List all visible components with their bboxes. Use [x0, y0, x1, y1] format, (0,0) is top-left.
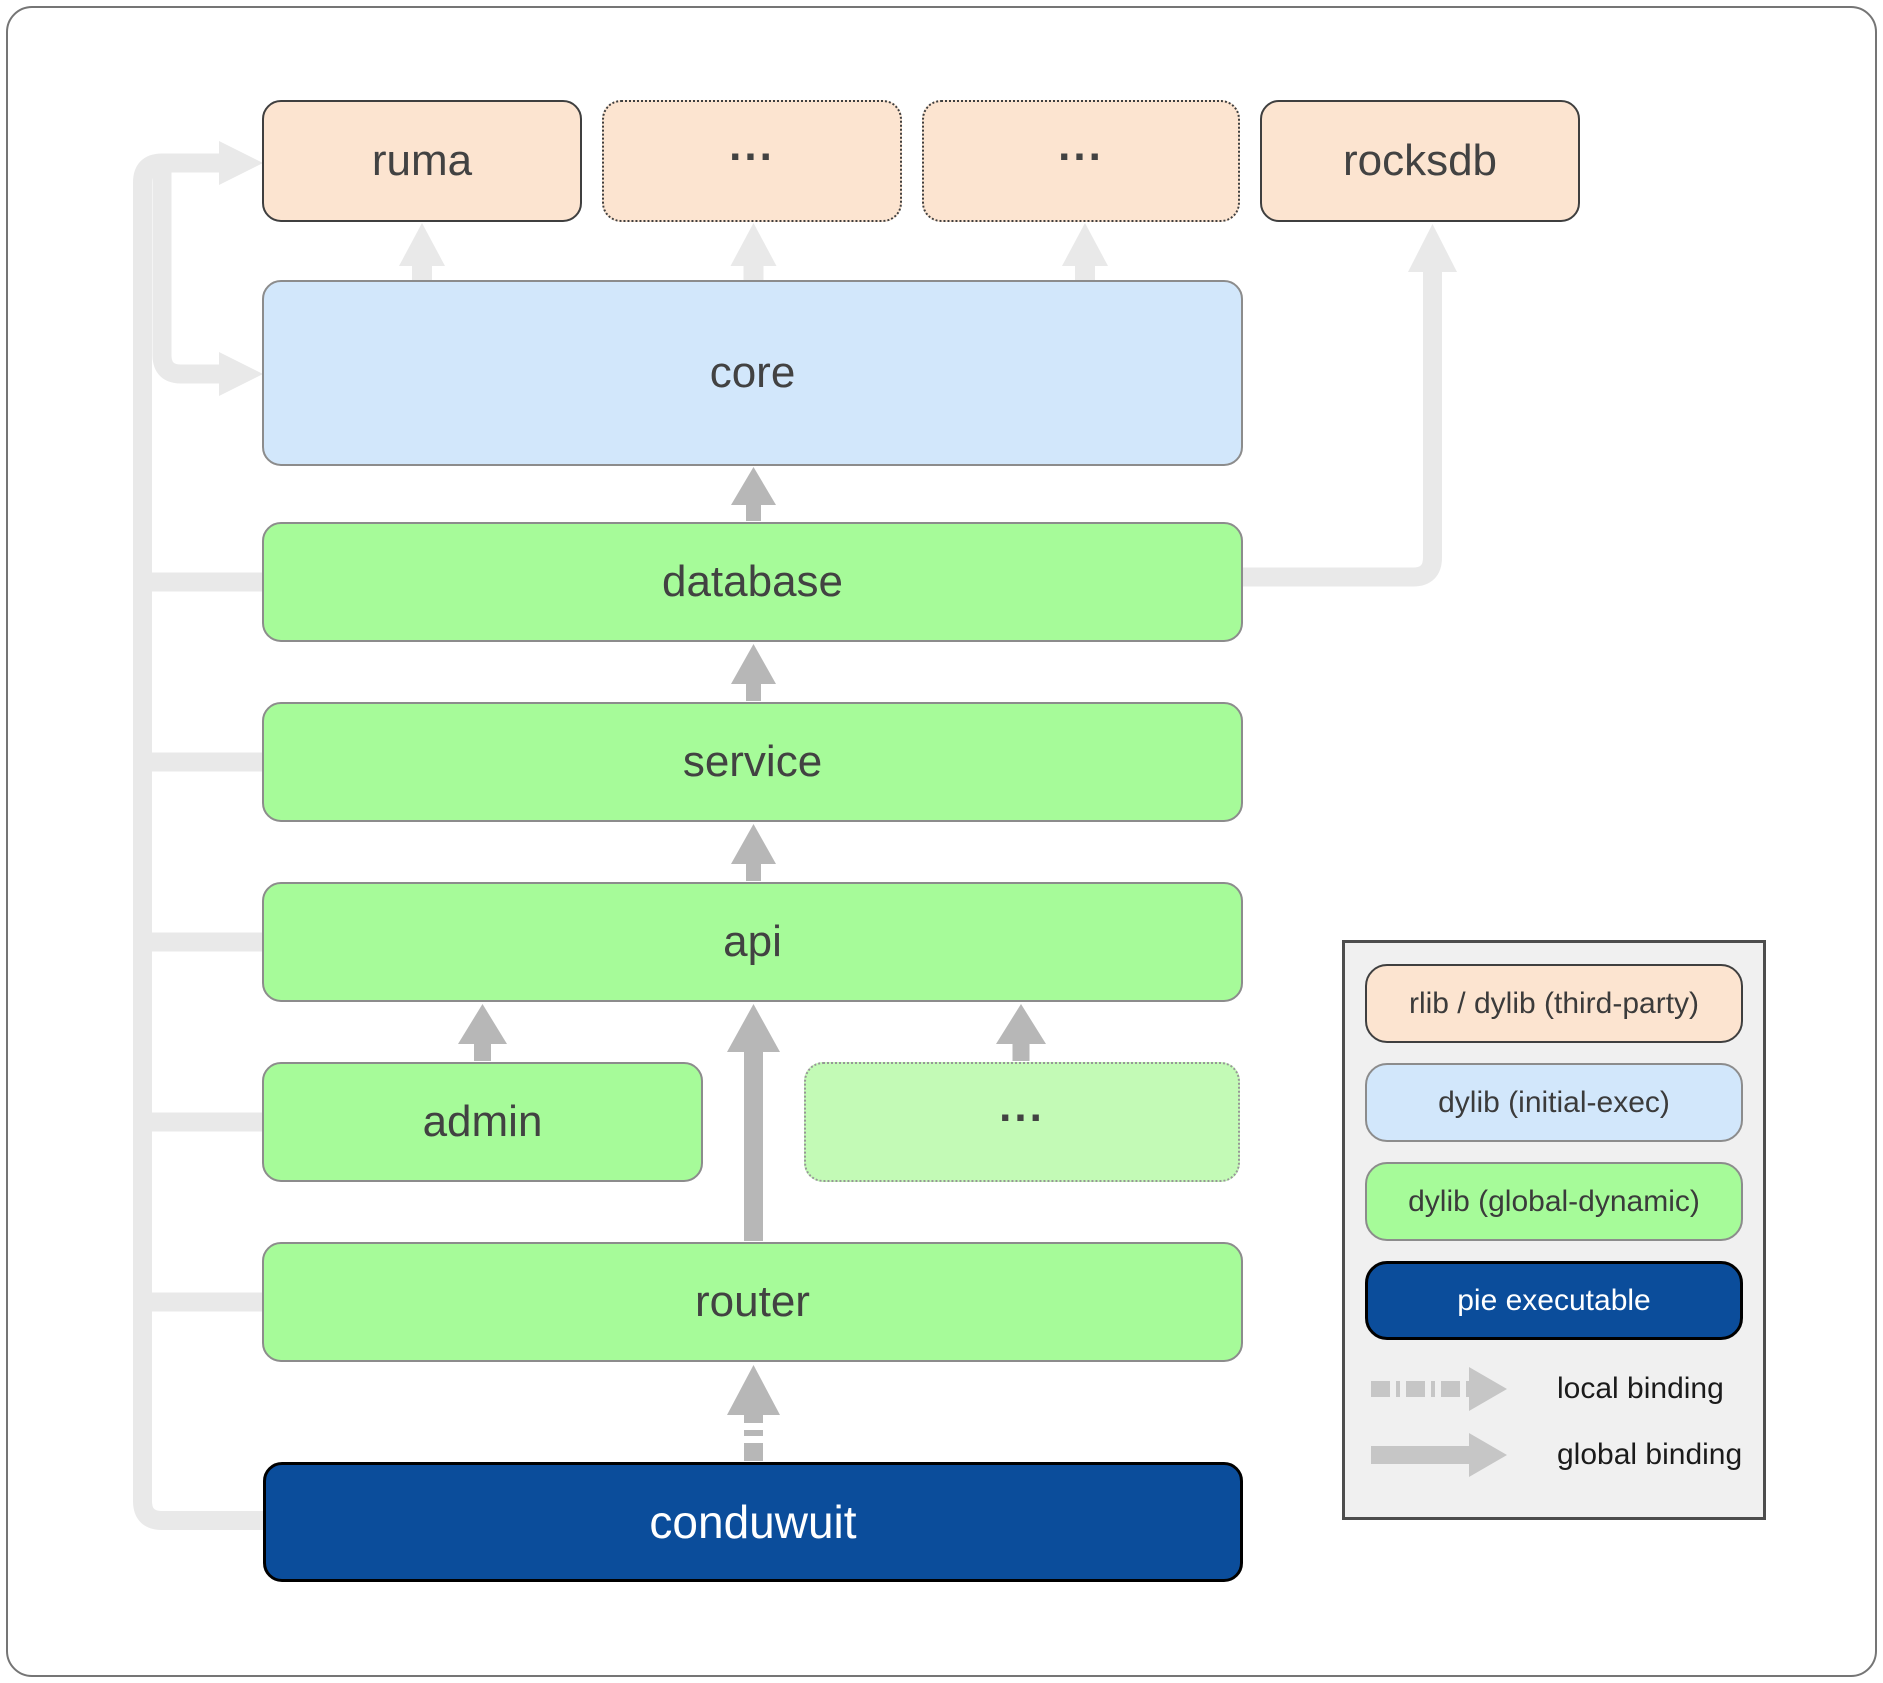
- legend-global-binding-label: global binding: [1557, 1438, 1743, 1471]
- edge-branch-to-core: [152, 172, 222, 384]
- trunk-arrowheads: [219, 141, 1457, 396]
- node-core-label: core: [709, 348, 796, 397]
- node-rocksdb-label: rocksdb: [1342, 136, 1498, 185]
- edges-global-bindings: [458, 467, 1046, 1461]
- node-ellipsis-label: ...: [999, 1082, 1045, 1131]
- edge-trunk-global-binding: [133, 153, 1442, 1530]
- arrowhead-into-rocksdb: [1408, 224, 1457, 272]
- node-core: core: [262, 280, 1243, 466]
- legend: rlib / dylib (third-party) dylib (initia…: [1342, 940, 1766, 1520]
- node-api-label: api: [723, 917, 782, 966]
- legend-item-label: pie executable: [1457, 1283, 1651, 1317]
- node-conduwuit-label: conduwuit: [649, 1496, 857, 1548]
- legend-item-label: dylib (global-dynamic): [1408, 1184, 1700, 1218]
- legend-global-binding: global binding: [1365, 1426, 1743, 1484]
- dashed-arrow-icon: [1371, 1367, 1507, 1411]
- solid-arrow-icon: [1371, 1433, 1507, 1477]
- node-router-label: router: [695, 1277, 810, 1326]
- legend-item-global-dynamic: dylib (global-dynamic): [1365, 1162, 1743, 1241]
- arrowhead-into-ruma: [219, 141, 263, 185]
- node-database-label: database: [661, 557, 844, 606]
- node-service-label: service: [682, 737, 823, 786]
- node-rocksdb: rocksdb: [1260, 100, 1580, 222]
- node-ellipsis-label: ...: [1058, 121, 1104, 170]
- edges-core-to-top-row: [399, 223, 1108, 281]
- node-ruma-label: ruma: [371, 136, 473, 185]
- legend-item-pie-executable: pie executable: [1365, 1261, 1743, 1340]
- node-admin-label: admin: [422, 1097, 543, 1146]
- node-ellipsis-label: ...: [729, 121, 775, 170]
- node-router: router: [262, 1242, 1243, 1362]
- legend-local-binding: local binding: [1365, 1360, 1743, 1418]
- node-api: api: [262, 882, 1243, 1002]
- node-service: service: [262, 702, 1243, 822]
- node-third-party-ellipsis-1: ...: [602, 100, 902, 222]
- arrowhead-into-core: [219, 352, 263, 396]
- node-admin: admin: [262, 1062, 703, 1182]
- legend-item-label: dylib (initial-exec): [1438, 1085, 1670, 1119]
- node-ruma: ruma: [262, 100, 582, 222]
- legend-item-initial-exec: dylib (initial-exec): [1365, 1063, 1743, 1142]
- legend-item-label: rlib / dylib (third-party): [1408, 986, 1700, 1020]
- node-third-party-ellipsis-2: ...: [922, 100, 1240, 222]
- node-database: database: [262, 522, 1243, 642]
- legend-item-third-party: rlib / dylib (third-party): [1365, 964, 1743, 1043]
- node-conduwuit: conduwuit: [263, 1462, 1243, 1582]
- edge-database-to-rocksdb: [1243, 272, 1442, 587]
- legend-local-binding-label: local binding: [1557, 1372, 1724, 1405]
- node-dylib-ellipsis: ...: [804, 1062, 1240, 1182]
